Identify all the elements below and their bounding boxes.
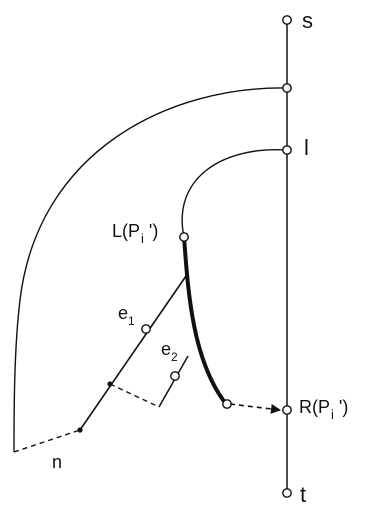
outer-curve [13, 87, 288, 453]
label-e1: e1 [118, 303, 135, 327]
label-r-pi: R(Pi ') [299, 397, 349, 421]
label-s: s [302, 8, 313, 33]
vertex-t [282, 488, 292, 498]
label-r-pi-suffix: ') [333, 397, 349, 417]
dashed-n-segment [13, 429, 81, 453]
filled-dot-n [77, 427, 83, 433]
main-diagonal-line [79, 275, 187, 431]
label-l: l [304, 135, 309, 160]
label-t: t [300, 482, 307, 506]
label-e2-subscript: 2 [171, 350, 178, 364]
label-l-pi-suffix: ') [143, 221, 159, 241]
vertex-rp [282, 405, 292, 415]
label-l-pi-prefix: L(P [112, 221, 141, 241]
dashed-connector [109, 383, 160, 408]
vertex-bold-end [222, 399, 232, 409]
dashed-arrow [229, 403, 281, 414]
vertex-e2 [170, 371, 180, 381]
label-e2: e2 [161, 339, 178, 363]
label-r-pi-prefix: R(P [299, 397, 330, 417]
vertex-l [282, 145, 292, 155]
vertex-e1 [141, 324, 151, 334]
vertex-s [282, 15, 292, 25]
bold-path [182, 236, 228, 406]
secondary-diagonal-line [158, 355, 189, 408]
label-l-pi: L(Pi ') [112, 221, 159, 245]
filled-dot-connector [107, 381, 113, 387]
label-r-pi-subscript: i [331, 407, 334, 422]
vertex-outer-top [282, 83, 292, 93]
vertex-lp [179, 232, 189, 242]
inner-curve [181, 149, 288, 238]
label-e1-base: e [118, 303, 129, 323]
label-e1-subscript: 1 [128, 314, 135, 328]
label-e2-base: e [161, 339, 172, 359]
label-n: n [52, 452, 63, 472]
label-l-pi-subscript: i [141, 231, 144, 246]
